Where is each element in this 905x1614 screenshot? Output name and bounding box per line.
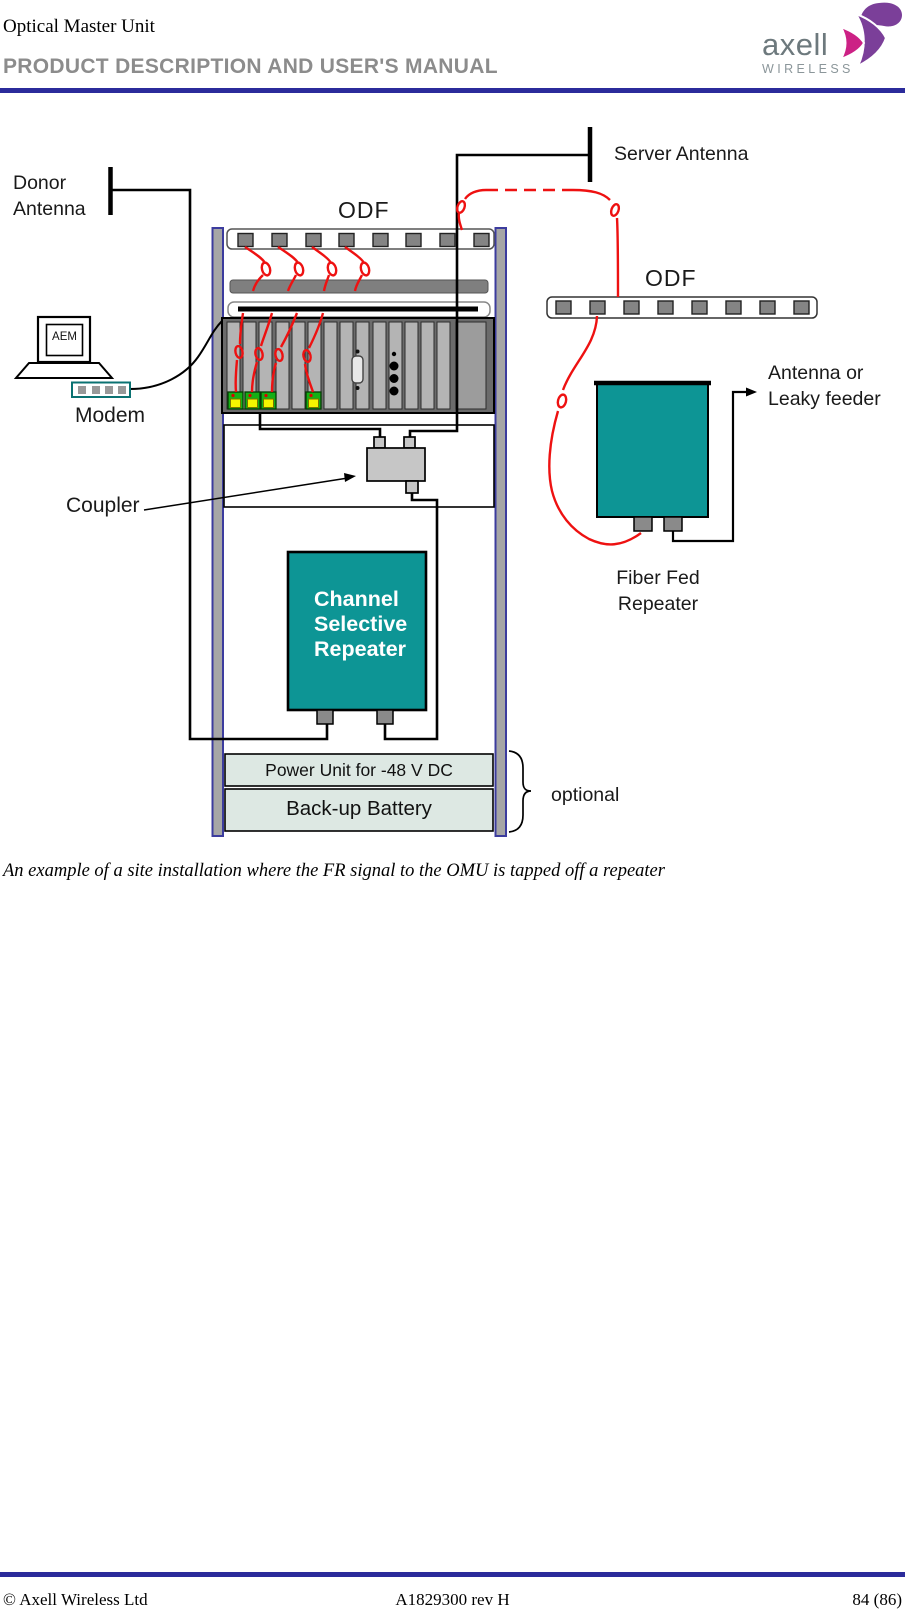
rack-rails <box>211 227 507 837</box>
optional-brace <box>508 750 532 833</box>
power-unit-label: Power Unit for -48 V DC <box>265 760 453 780</box>
fiber-fed-repeater-label: Fiber Fed Repeater <box>597 566 719 617</box>
power-unit-box <box>224 753 494 787</box>
logo-chevron-magenta <box>838 25 866 61</box>
leaky-feeder-arrowhead <box>746 387 757 397</box>
card-indicator-dots <box>389 351 399 396</box>
antenna-or-leaky-line2: Leaky feeder <box>768 387 881 410</box>
footer-copyright: © Axell Wireless Ltd <box>3 1590 148 1609</box>
modem-device <box>71 381 131 398</box>
optical-connectors <box>227 391 322 410</box>
manual-subtitle: PRODUCT DESCRIPTION AND USER'S MANUAL <box>3 55 498 78</box>
coupler-pointer <box>143 473 356 511</box>
logo-chevron-purple <box>853 12 888 69</box>
channel-selective-repeater-box <box>286 550 428 725</box>
modem-cable <box>129 320 223 390</box>
cage-to-coupler-cable <box>258 413 382 439</box>
logo-brand-text: axell <box>762 27 829 62</box>
omu-card-cage <box>221 317 495 414</box>
logo-chevrons-icon <box>838 2 902 69</box>
csr-label-line1: Channel <box>314 587 399 611</box>
coupler-shelf <box>223 424 495 508</box>
coax-cabling <box>110 153 748 741</box>
coupler-device <box>366 436 426 494</box>
splice-tray-bar <box>227 301 491 318</box>
rack-left-rail <box>211 227 224 837</box>
channel-selective-repeater-label: Channel Selective Repeater <box>314 587 407 662</box>
serial-port-icon <box>351 349 364 390</box>
power-section <box>224 753 494 832</box>
fiber-fed-repeater-line2: Repeater <box>617 592 699 615</box>
modem-label: Modem <box>75 404 146 427</box>
figure-caption: An example of a site installation where … <box>3 861 665 881</box>
footer-doc-number: A1829300 rev H <box>395 1590 510 1609</box>
document-title: Optical Master Unit <box>3 16 155 37</box>
rack-odf-panel <box>226 228 495 250</box>
footer-rule <box>0 1572 905 1577</box>
donor-antenna-cable <box>110 188 329 741</box>
rack-right-rail <box>494 227 507 837</box>
antenna-or-leaky-line1: Antenna or <box>768 362 864 384</box>
remote-odf-label: ODF <box>645 265 697 291</box>
coupler-label: Coupler <box>66 494 140 517</box>
header-rule <box>0 88 905 93</box>
footer-page-number: 84 (86) <box>852 1590 902 1609</box>
donor-antenna-label-line1: Donor <box>13 172 67 194</box>
donor-antenna-label-line2: Antenna <box>13 197 86 220</box>
laptop <box>13 315 115 379</box>
server-antenna-cable <box>408 153 590 439</box>
csr-label-line3: Repeater <box>314 637 407 661</box>
rack-odf-label: ODF <box>338 197 390 223</box>
fiber-fed-repeater-box <box>594 380 711 532</box>
remote-odf-panel <box>546 296 818 319</box>
backup-battery-box <box>224 788 494 832</box>
optical-fibers <box>234 188 642 546</box>
optional-label: optional <box>551 784 620 806</box>
antenna-or-leaky-label: Antenna or Leaky feeder <box>768 361 881 412</box>
logo-tagline-text: WIRELESS <box>762 62 854 76</box>
fiber-fed-repeater-line1: Fiber Fed <box>616 567 700 589</box>
backup-battery-label: Back-up Battery <box>286 797 432 820</box>
ffr-output-cable <box>671 390 748 543</box>
server-antenna-label: Server Antenna <box>614 143 749 165</box>
donor-antenna-label: Donor Antenna <box>13 171 86 222</box>
coupler-output-cable <box>383 492 439 741</box>
csr-label-line2: Selective <box>314 612 408 636</box>
laptop-screen-label: AEM <box>52 331 77 343</box>
